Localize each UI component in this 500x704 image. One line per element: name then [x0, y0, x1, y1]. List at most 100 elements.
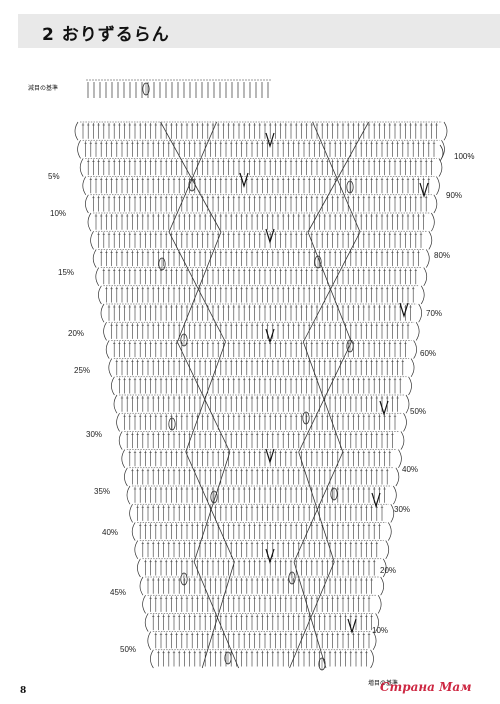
- turning-chain-right: [370, 649, 374, 669]
- right-percent-80: 80%: [434, 251, 451, 260]
- turning-chain-left: [116, 413, 120, 432]
- turning-chain-left: [111, 376, 115, 396]
- right-percent-60: 60%: [420, 349, 437, 358]
- left-percent-40: 40%: [102, 528, 119, 537]
- turning-chain-right: [418, 303, 423, 323]
- right-percent-100: 100%: [454, 152, 475, 161]
- turning-chain-left: [129, 504, 133, 523]
- turning-chain-left: [85, 194, 89, 214]
- lattice-line: [298, 451, 335, 563]
- lattice-line: [302, 341, 344, 453]
- right-percent-30: 30%: [394, 505, 411, 514]
- turning-chain-right: [431, 212, 435, 232]
- lattice-line: [293, 451, 344, 563]
- turning-chain-left: [79, 158, 84, 177]
- turning-chain-right: [410, 358, 415, 377]
- turning-chain-left: [108, 358, 113, 377]
- turning-chain-left: [121, 449, 126, 468]
- turning-chain-right: [375, 613, 379, 632]
- lattice-line: [293, 561, 327, 669]
- lattice-line: [168, 231, 226, 343]
- increase-mark: [347, 618, 357, 635]
- increase-mark: [399, 302, 409, 319]
- turning-chain-left: [82, 176, 87, 195]
- lattice-line: [160, 121, 222, 233]
- lattice-line: [176, 231, 222, 343]
- left-percent-5: 5%: [48, 172, 60, 181]
- right-percent-90: 90%: [446, 191, 463, 200]
- right-percent-50: 50%: [410, 407, 427, 416]
- lattice-line: [193, 451, 231, 563]
- turning-chain-right: [400, 431, 405, 450]
- right-percent-70: 70%: [426, 309, 443, 318]
- page-title: 2 おりずるらん: [42, 25, 170, 45]
- turning-chain-right: [393, 485, 397, 505]
- edge-arc: [439, 144, 444, 162]
- turning-chain-right: [385, 540, 390, 559]
- turning-chain-left: [90, 231, 94, 250]
- turning-chain-right: [428, 231, 433, 250]
- turning-chain-right: [387, 522, 392, 541]
- turning-chain-right: [425, 249, 430, 268]
- lattice-line: [307, 121, 369, 233]
- lattice-line: [168, 121, 217, 233]
- lattice-line: [289, 561, 335, 669]
- turning-chain-left: [144, 613, 149, 632]
- turning-chain-right: [423, 267, 428, 286]
- lattice-line: [312, 121, 361, 233]
- left-percent-30: 30%: [86, 430, 103, 439]
- turning-chain-right: [443, 121, 448, 141]
- right-percent-10: 10%: [372, 626, 389, 635]
- turning-chain-left: [134, 540, 139, 559]
- lattice-line: [298, 341, 352, 453]
- right-percent-20: 20%: [380, 566, 397, 575]
- turning-chain-right: [438, 158, 443, 177]
- turning-chain-left: [105, 340, 110, 359]
- watermark: Страна Мам: [380, 680, 472, 694]
- left-percent-50: 50%: [120, 645, 137, 654]
- lattice-line: [185, 341, 226, 453]
- turning-chain-left: [87, 212, 92, 232]
- turning-chain-right: [377, 595, 382, 614]
- left-percent-25: 25%: [74, 366, 91, 375]
- lattice-line: [307, 231, 352, 343]
- increase-mark: [265, 448, 275, 465]
- turning-chain-right: [413, 340, 417, 359]
- increase-mark: [265, 548, 275, 565]
- left-percent-35: 35%: [94, 487, 111, 496]
- turning-chain-right: [398, 449, 402, 468]
- turning-chain-left: [139, 576, 144, 596]
- increase-mark: [265, 132, 275, 149]
- turning-chain-right: [395, 467, 400, 487]
- turning-chain-left: [131, 522, 136, 541]
- increase-mark: [265, 228, 275, 245]
- lattice-line: [201, 561, 235, 669]
- turning-chain-right: [433, 194, 438, 214]
- left-percent-10: 10%: [50, 209, 67, 218]
- turning-chain-left: [142, 595, 146, 614]
- lattice-line: [193, 561, 239, 669]
- turning-chain-left: [124, 467, 128, 487]
- turning-chain-right: [403, 413, 407, 432]
- turning-chain-left: [103, 322, 107, 341]
- turning-chain-left: [77, 140, 81, 159]
- increase-mark: [379, 400, 389, 417]
- turning-chain-left: [147, 631, 152, 650]
- turning-chain-left: [126, 485, 131, 505]
- right-percent-40: 40%: [402, 465, 419, 474]
- turning-chain-left: [95, 267, 100, 286]
- left-percent-45: 45%: [110, 588, 127, 597]
- turning-chain-right: [372, 631, 377, 650]
- turning-chain-left: [74, 121, 79, 141]
- header-band: [18, 14, 500, 48]
- turning-chain-right: [436, 176, 440, 195]
- left-percent-20: 20%: [68, 329, 85, 338]
- turning-chain-right: [405, 394, 410, 414]
- decrease-base-label: 減目の基準: [28, 85, 59, 92]
- turning-chain-right: [390, 504, 395, 523]
- left-percent-15: 15%: [58, 268, 75, 277]
- lattice-line: [185, 451, 235, 563]
- increase-mark: [265, 328, 275, 345]
- turning-chain-left: [118, 431, 123, 450]
